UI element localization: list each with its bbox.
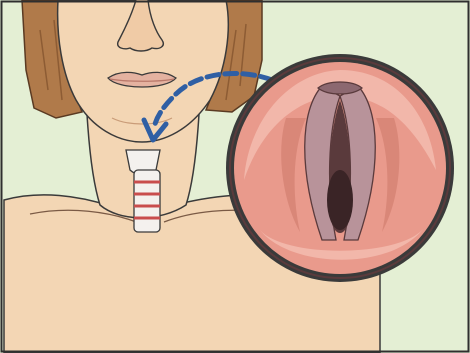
trachea-tube — [134, 170, 160, 232]
magnified-vocal-cords — [226, 54, 454, 282]
epiglottis — [318, 82, 362, 94]
glottis-opening — [327, 170, 353, 230]
